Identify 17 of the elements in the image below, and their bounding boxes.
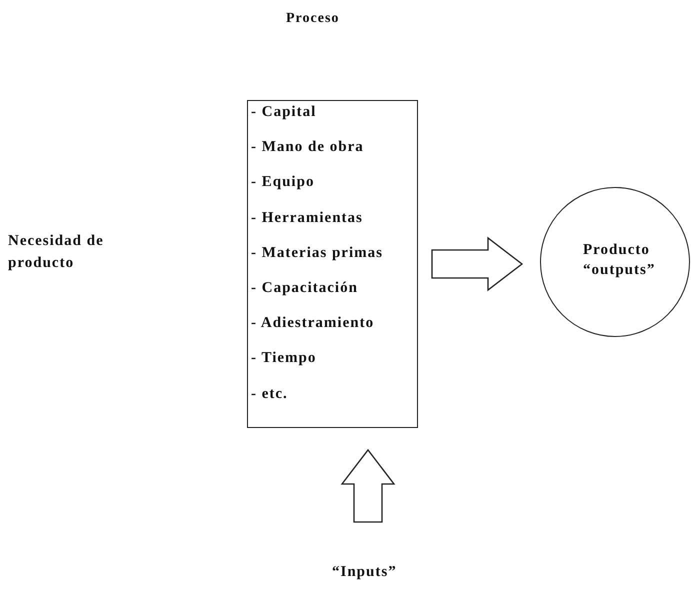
block-arrow [431, 236, 524, 292]
list-item: - Herramientas [251, 210, 363, 227]
product-circle [540, 187, 690, 337]
list-item: - Adiestramiento [251, 315, 374, 332]
list-item: - Materias primas [251, 244, 383, 262]
list-item: - Capital [251, 104, 316, 121]
list-item: - etc. [251, 386, 288, 403]
process-box [247, 100, 418, 428]
list-item: - Tiempo [251, 350, 316, 368]
list-item: - Capacitación [251, 280, 358, 297]
node-text: “Inputs” [332, 564, 397, 581]
title: Proceso [286, 10, 340, 28]
side-label: Necesidad de producto [8, 232, 105, 273]
list-item: - Mano de obra [251, 139, 364, 156]
list-item: - Equipo [251, 174, 314, 192]
block-arrow [340, 448, 396, 523]
node-text: Producto “outputs” [583, 241, 656, 280]
